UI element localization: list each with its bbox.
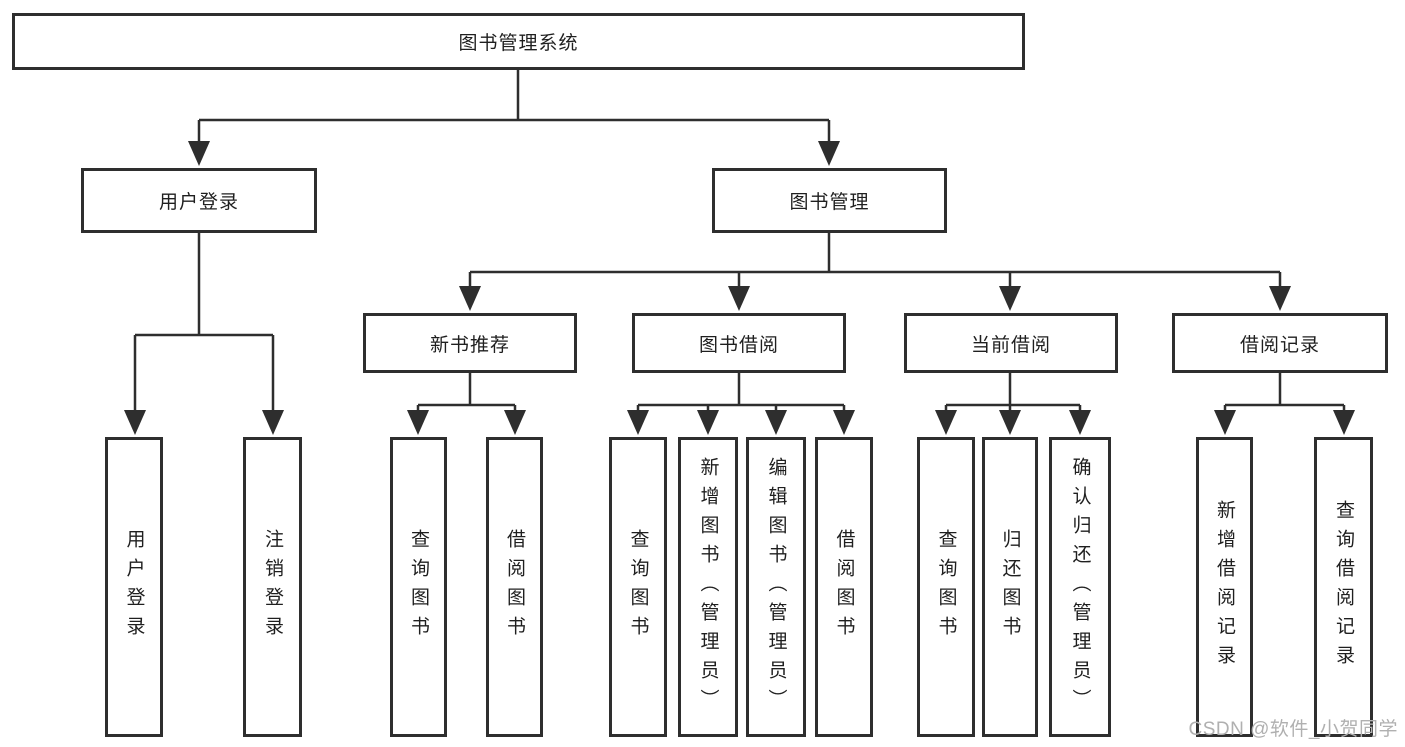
node-borrowing-records: 借阅记录 (1172, 313, 1388, 373)
node-user-login: 用户登录 (81, 168, 317, 233)
leaf-borrow-edit-books-admin: 编辑图书（管理员） (746, 437, 806, 737)
watermark: CSDN @软件_小贺同学 (1188, 719, 1398, 740)
leaf-newbook-query-books: 查询图书 (390, 437, 447, 737)
connector-rails (133, 70, 1346, 415)
leaf-logout: 注销登录 (243, 437, 302, 737)
leaf-borrow-add-books-admin: 新增图书（管理员） (678, 437, 738, 737)
leaf-records-query-record: 查询借阅记录 (1314, 437, 1373, 737)
node-new-book-recommendation: 新书推荐 (363, 313, 577, 373)
node-root: 图书管理系统 (12, 13, 1025, 70)
leaf-current-return-books: 归还图书 (982, 437, 1038, 737)
leaf-borrow-query-books: 查询图书 (609, 437, 667, 737)
leaf-newbook-borrow-books: 借阅图书 (486, 437, 543, 737)
node-current-borrowing: 当前借阅 (904, 313, 1118, 373)
leaf-current-query-books: 查询图书 (917, 437, 975, 737)
arrowheads (124, 141, 1355, 435)
leaf-records-add-record: 新增借阅记录 (1196, 437, 1253, 737)
node-book-borrowing: 图书借阅 (632, 313, 846, 373)
leaf-borrow-borrow-books: 借阅图书 (815, 437, 873, 737)
leaf-user-login: 用户登录 (105, 437, 163, 737)
node-book-management: 图书管理 (712, 168, 947, 233)
leaf-current-confirm-return-admin: 确认归还（管理员） (1049, 437, 1111, 737)
